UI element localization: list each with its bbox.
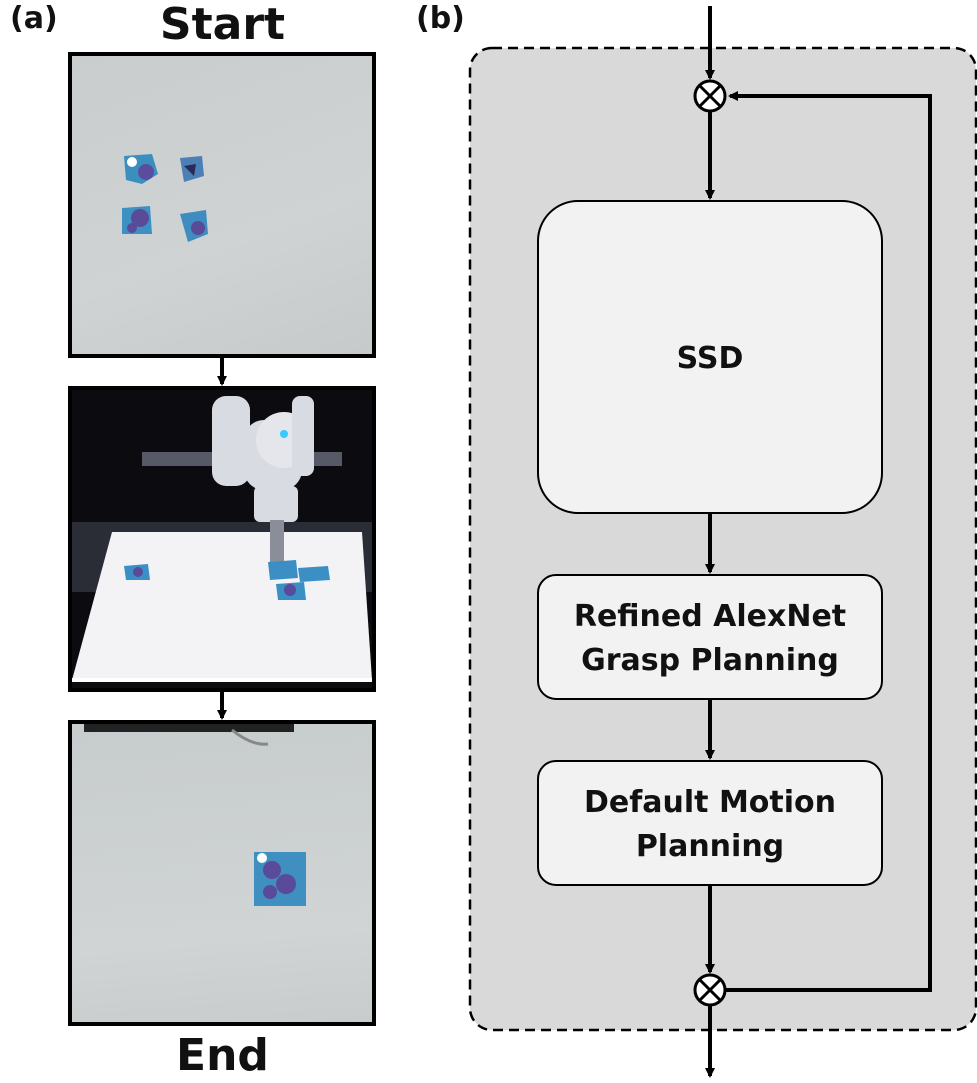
stacked-objects <box>254 852 306 906</box>
grasp-planning-box <box>537 574 883 700</box>
object-piece-3 <box>122 206 152 234</box>
motion-label-line2: Planning <box>636 829 784 864</box>
grasp-label-line2: Grasp Planning <box>581 643 839 678</box>
panel-a-label: (a) <box>10 1 58 36</box>
feedback-loop-arrow <box>725 91 932 992</box>
tabletop-objects-icon <box>122 154 208 242</box>
placed-object-icon <box>84 724 306 906</box>
motion-planning-box <box>537 760 883 886</box>
robot-table-objects <box>124 560 330 600</box>
motion-label-line1: Default Motion <box>584 785 836 820</box>
end-photo <box>68 720 376 1026</box>
panel-b-label: (b) <box>416 1 465 36</box>
object-piece-4 <box>180 210 208 242</box>
start-photo <box>68 52 376 358</box>
object-piece-2 <box>180 156 204 182</box>
object-piece-1 <box>124 154 158 184</box>
robot-arm-photo <box>68 386 376 692</box>
grasp-label-line1: Refined AlexNet <box>574 599 846 634</box>
end-label: End <box>176 1030 269 1081</box>
bottom-junction-icon <box>693 973 727 1007</box>
start-label: Start <box>159 0 286 50</box>
top-junction-icon <box>693 79 727 113</box>
ssd-label: SSD <box>677 341 744 376</box>
robot-arm-icon <box>72 390 372 688</box>
